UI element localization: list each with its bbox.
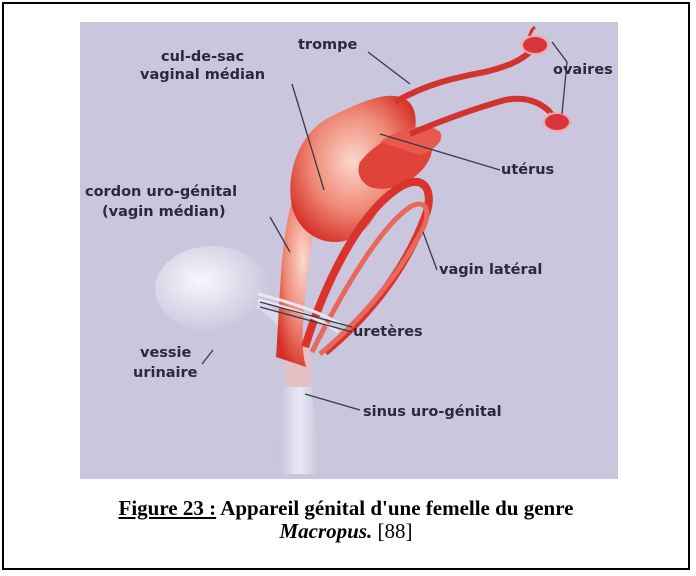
caption-genus: Macropus. [279,519,372,543]
label-trompe: trompe [298,37,357,54]
bladder-shape [155,246,269,332]
figure-caption: Figure 23 : Appareil génital d'une femel… [4,497,688,543]
caption-reference: [88] [372,519,412,543]
figure-frame: trompe cul-de-sac vaginal médian ovaires… [2,2,690,570]
label-cordon-1: cordon uro-génital [85,184,237,201]
caption-title: Appareil génital d'une femelle du genre [216,496,573,520]
label-ureteres: uretères [353,324,423,341]
label-sinus: sinus uro-génital [363,404,502,421]
label-vessie-1: vessie [140,345,191,362]
label-vagin-lateral: vagin latéral [439,262,542,279]
anatomy-illustration: trompe cul-de-sac vaginal médian ovaires… [80,22,618,479]
sinus-uro-genital-shape [279,377,320,474]
ovary-upper [522,36,548,54]
label-cordon-2: (vagin médian) [102,204,226,221]
figure-number: Figure 23 : [119,496,217,520]
label-cul-de-sac-1: cul-de-sac [161,49,244,66]
label-ovaires: ovaires [553,62,613,79]
trompe-upper [395,50,532,102]
label-uterus: utérus [501,162,554,179]
label-vessie-2: urinaire [133,365,198,382]
label-cul-de-sac-2: vaginal médian [140,67,265,84]
anatomy-drawing [80,22,618,479]
ovary-lower [544,113,570,131]
